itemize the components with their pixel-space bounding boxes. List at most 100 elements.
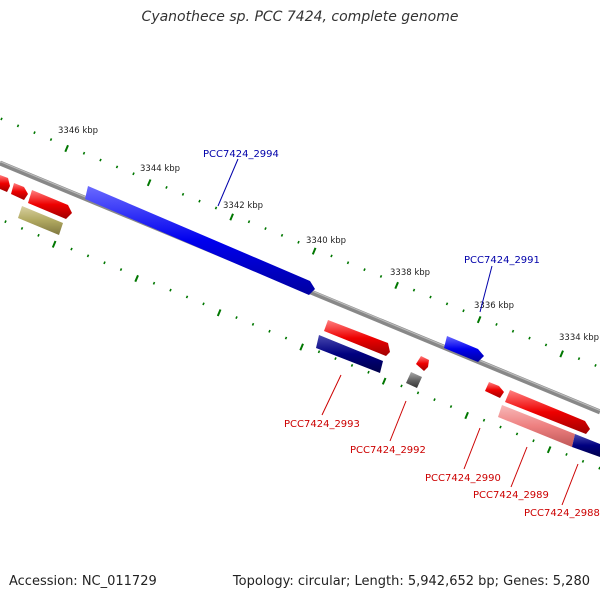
gene-feature-PCC7424_2992[interactable] — [416, 356, 429, 371]
minor-tick — [214, 206, 218, 210]
gene-label-PCC7424_2992[interactable]: PCC7424_2992 — [350, 445, 426, 456]
gene-label-PCC7424_2991[interactable]: PCC7424_2991 — [464, 255, 540, 266]
major-tick — [559, 350, 564, 358]
gene-feature-PCC7424_2989-inner[interactable] — [498, 405, 575, 447]
gene-label-PCC7424_2990[interactable]: PCC7424_2990 — [425, 473, 501, 484]
minor-tick — [103, 261, 106, 265]
gene-feature-PCC7424_2990[interactable] — [485, 382, 504, 398]
minor-tick — [581, 459, 585, 463]
minor-tick — [532, 439, 535, 443]
leader-PCC7424_2994 — [217, 158, 239, 207]
minor-tick — [198, 199, 201, 203]
minor-tick — [20, 226, 24, 230]
scale-label-3340: 3340 kbp — [306, 236, 346, 246]
gene-label-PCC7424_2994[interactable]: PCC7424_2994 — [203, 149, 279, 160]
leader-PCC7424_2991 — [479, 265, 493, 313]
leader-PCC7424_2988 — [561, 463, 579, 506]
gene-feature-PCC7424_2989[interactable] — [505, 390, 590, 434]
minor-tick — [280, 233, 284, 237]
minor-tick — [99, 158, 102, 162]
minor-tick — [511, 329, 515, 333]
minor-tick — [33, 131, 36, 135]
scale-label-3342: 3342 kbp — [223, 201, 263, 211]
minor-tick — [4, 220, 7, 224]
gene-feature-red-left-3[interactable] — [28, 190, 72, 219]
gene-label-PCC7424_2993[interactable]: PCC7424_2993 — [284, 419, 360, 430]
major-tick — [51, 240, 57, 248]
minor-tick — [482, 418, 486, 422]
gene-label-PCC7424_2988[interactable]: PCC7424_2988 — [524, 508, 600, 519]
major-tick — [546, 446, 552, 454]
minor-tick — [16, 124, 20, 128]
minor-tick — [449, 405, 453, 409]
minor-tick — [565, 452, 568, 456]
gene-label-PCC7424_2989[interactable]: PCC7424_2989 — [473, 490, 549, 501]
major-tick — [381, 377, 387, 385]
gene-feature-PCC7424_2991[interactable] — [444, 336, 484, 362]
minor-tick — [119, 268, 123, 272]
minor-tick — [86, 254, 90, 258]
minor-tick — [49, 138, 53, 142]
major-tick — [311, 247, 317, 255]
gene-feature-red-left-1[interactable] — [0, 175, 10, 192]
gene-feature-gray[interactable] — [406, 372, 422, 388]
gene-feature-PCC7424_2993-inner[interactable] — [316, 335, 383, 373]
minor-tick — [181, 192, 185, 196]
minor-tick — [82, 151, 86, 155]
accession-text: Accession: NC_011729 — [9, 574, 157, 589]
minor-tick — [317, 350, 321, 354]
minor-tick — [330, 254, 333, 258]
map-title: Cyanothece sp. PCC 7424, complete genome — [141, 9, 459, 25]
minor-tick — [235, 316, 238, 320]
minor-tick — [433, 398, 436, 402]
scale-label-3338: 3338 kbp — [390, 268, 430, 278]
scale-label-3336: 3336 kbp — [474, 301, 514, 311]
gene-feature-PCC7424_2993[interactable] — [324, 320, 390, 356]
minor-tick — [132, 172, 135, 176]
minor-tick — [462, 309, 465, 313]
leader-PCC7424_2989 — [510, 446, 528, 488]
major-tick — [64, 144, 69, 153]
minor-tick — [416, 391, 420, 395]
minor-tick — [185, 295, 189, 299]
minor-tick — [169, 288, 172, 292]
minor-tick — [495, 322, 498, 326]
minor-tick — [202, 302, 205, 306]
minor-tick — [0, 117, 3, 121]
minor-tick — [412, 288, 416, 292]
minor-tick — [70, 247, 73, 251]
minor-tick — [528, 336, 531, 340]
minor-tick — [251, 322, 255, 326]
plus-strand-features — [0, 175, 484, 362]
scale-label-3334: 3334 kbp — [559, 333, 599, 343]
gene-feature-olive-left[interactable] — [18, 206, 63, 235]
scale-label-3344: 3344 kbp — [140, 164, 180, 174]
major-tick — [146, 179, 152, 187]
minor-tick — [544, 343, 548, 347]
major-tick — [476, 316, 482, 324]
minor-tick — [247, 220, 251, 224]
minus-strand-features — [18, 206, 600, 457]
minor-tick — [268, 329, 271, 333]
minor-tick — [297, 240, 300, 244]
minor-tick — [363, 268, 366, 272]
topology-text: Topology: circular; Length: 5,942,652 bp… — [232, 574, 590, 589]
gene-feature-PCC7424_2988[interactable] — [572, 434, 600, 457]
gene-feature-red-left-2[interactable] — [11, 183, 28, 200]
major-tick — [134, 274, 139, 283]
minor-tick — [445, 302, 449, 306]
minor-tick — [594, 363, 597, 367]
minor-tick — [115, 165, 119, 169]
minor-tick — [515, 432, 519, 436]
minor-tick — [400, 384, 403, 388]
gene-feature-PCC7424_2994[interactable] — [85, 186, 315, 295]
leader-PCC7424_2990 — [463, 427, 481, 470]
scale-label-3346: 3346 kbp — [58, 126, 98, 136]
minor-tick — [577, 357, 581, 361]
minor-tick — [499, 425, 502, 429]
minor-tick — [379, 274, 383, 278]
major-tick — [216, 309, 222, 317]
leader-PCC7424_2992 — [389, 400, 407, 442]
major-tick — [299, 343, 304, 351]
